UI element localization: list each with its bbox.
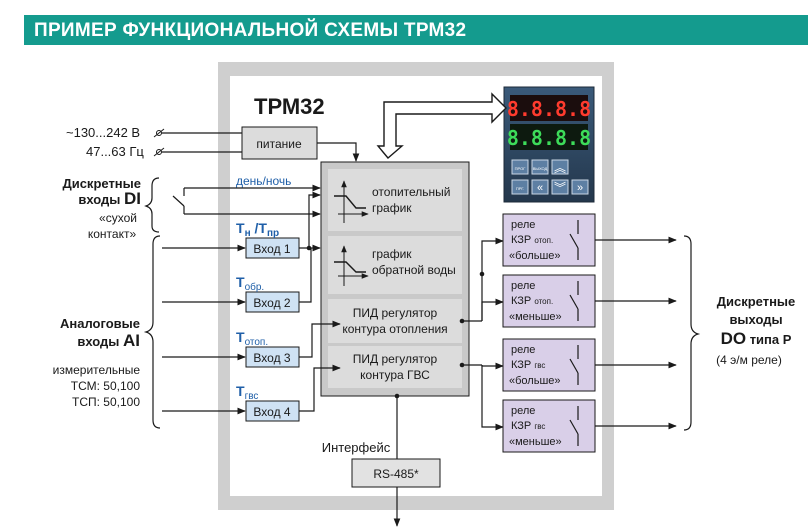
return-graph-label-1: график	[372, 247, 412, 261]
panel-link-arrow	[376, 92, 507, 159]
relay-1-line2: КЗР отоп.	[511, 234, 553, 246]
day-night-switch	[172, 195, 185, 207]
device-front-panel: 8.8.8.8 8.8.8.8 ПРОГ ВЫХОД ︽ ПРГ. « ︾ »	[503, 86, 595, 203]
pid-dhw-label-2: контура ГВС	[360, 368, 430, 382]
di-contact-1: «сухой	[99, 211, 137, 225]
do-bracket	[683, 235, 701, 431]
ai-sensors-3: ТСП: 50,100	[72, 395, 140, 409]
pid-dhw-block	[328, 346, 462, 388]
relay-1-line1: реле	[511, 219, 535, 231]
input-1-label: Вход 1	[253, 242, 290, 256]
relay-3-line1: реле	[511, 344, 535, 356]
power-frequency: 47...63 Гц	[86, 144, 144, 159]
device-name: ТРМ32	[254, 94, 325, 119]
relay-1-line3: «больше»	[509, 250, 561, 262]
do-title-1: Дискретные	[717, 294, 796, 309]
input-2-label: Вход 2	[253, 296, 290, 310]
input-2-temp: Тобр.	[236, 274, 264, 293]
panel-button-prg: ПРГ.	[516, 186, 525, 191]
page-title: ПРИМЕР ФУНКЦИОНАЛЬНОЙ СХЕМЫ ТРМ32	[34, 20, 467, 41]
relay-4	[502, 399, 596, 453]
heating-graph-label-2: график	[372, 201, 412, 215]
relay-1	[502, 213, 596, 267]
power-to-core-line	[317, 142, 360, 162]
rs485-label: RS-485*	[373, 467, 419, 481]
power-block	[241, 126, 318, 160]
relay-3-line2: КЗР гвс	[511, 359, 545, 371]
relay-2-line3: «меньше»	[509, 311, 562, 323]
pid-dhw-label-1: ПИД регулятор	[353, 352, 438, 366]
di-title-1: Дискретные	[62, 176, 141, 191]
day-night-label: день/ночь	[236, 174, 291, 188]
power-block-label: питание	[256, 137, 302, 151]
relay-4-line1: реле	[511, 405, 535, 417]
do-title-3: DO типа Р	[721, 329, 792, 348]
ai-bracket	[143, 235, 161, 429]
return-graph-label-2: обратной воды	[372, 263, 456, 277]
heating-graph-icon	[334, 180, 369, 223]
chevron-right-icon: »	[577, 182, 583, 194]
input-3-label: Вход 3	[253, 351, 290, 365]
ai-sensors-1: измерительные	[53, 363, 141, 377]
return-graph-icon	[334, 245, 369, 286]
di-title-2: входы DI	[78, 189, 141, 208]
pid-heating-label-1: ПИД регулятор	[353, 306, 438, 320]
display-top: 8.8.8.8	[507, 97, 591, 121]
relay-3-line3: «больше»	[509, 375, 561, 387]
relay-4-line3: «меньше»	[509, 436, 562, 448]
input-1-temp: Тн /Тпр	[236, 220, 279, 239]
relay-2-line1: реле	[511, 280, 535, 292]
chevron-left-icon: «	[537, 182, 543, 194]
panel-button-prog: ПРОГ	[515, 166, 527, 171]
ai-title-1: Аналоговые	[60, 316, 140, 331]
return-graph-block	[328, 236, 462, 294]
input-4-label: Вход 4	[253, 405, 290, 419]
chevron-up-icon: ︽	[554, 161, 566, 175]
relay-2-line2: КЗР отоп.	[511, 295, 553, 307]
do-title-4: (4 э/м реле)	[716, 353, 782, 367]
heating-graph-label-1: отопительный	[372, 185, 451, 199]
ai-title-2: входы AI	[77, 331, 140, 350]
pid-heating-label-2: контура отопления	[342, 322, 447, 336]
input-4-temp: Тгвс	[236, 383, 258, 402]
rs485-block	[351, 458, 441, 488]
header-band	[24, 15, 808, 45]
ai-sensors-2: ТСМ: 50,100	[71, 379, 141, 393]
pid-heating-block	[328, 299, 462, 343]
chevron-down-icon: ︾	[554, 181, 566, 195]
heating-graph-block	[328, 169, 462, 231]
do-title-2: выходы	[729, 312, 782, 327]
di-contact-2: контакт»	[88, 227, 137, 241]
panel-button-exit: ВЫХОД	[533, 166, 548, 171]
di-bracket	[144, 177, 160, 233]
interface-label: Интерфейс	[322, 440, 391, 455]
input-3-temp: Тотоп.	[236, 329, 268, 348]
relay-2	[502, 274, 596, 328]
power-voltage: ~130...242 В	[66, 125, 140, 140]
relay-4-line2: КЗР гвс	[511, 420, 545, 432]
display-bottom: 8.8.8.8	[507, 126, 591, 150]
